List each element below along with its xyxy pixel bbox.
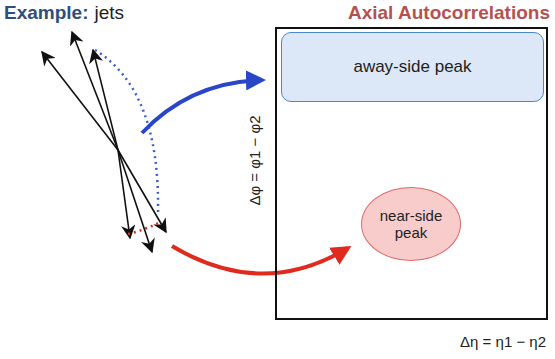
y-axis-label: Δφ = φ1 − φ2 bbox=[246, 76, 263, 246]
away-side-arc bbox=[95, 50, 158, 212]
jet-tracks bbox=[42, 32, 166, 252]
red-arrow bbox=[172, 246, 348, 274]
peak-label: near-side peak bbox=[366, 207, 456, 242]
blue-arrow bbox=[142, 80, 262, 133]
away-side-band: away-side peak bbox=[281, 32, 544, 102]
example-subject: jets bbox=[94, 2, 124, 24]
near-side-ellipse: near-side peak bbox=[361, 187, 461, 261]
example-label: Example: bbox=[4, 2, 88, 24]
x-axis-label: Δη = η1 − η2 bbox=[460, 333, 546, 350]
plot-frame: Δφ = φ1 − φ2Δη = η1 − η2away-side peakne… bbox=[275, 27, 548, 320]
near-side-arc bbox=[128, 222, 160, 234]
peak-label: away-side peak bbox=[353, 57, 471, 77]
example-heading: Example: jets bbox=[4, 2, 124, 24]
panel-title: Axial Autocorrelations bbox=[348, 2, 550, 24]
